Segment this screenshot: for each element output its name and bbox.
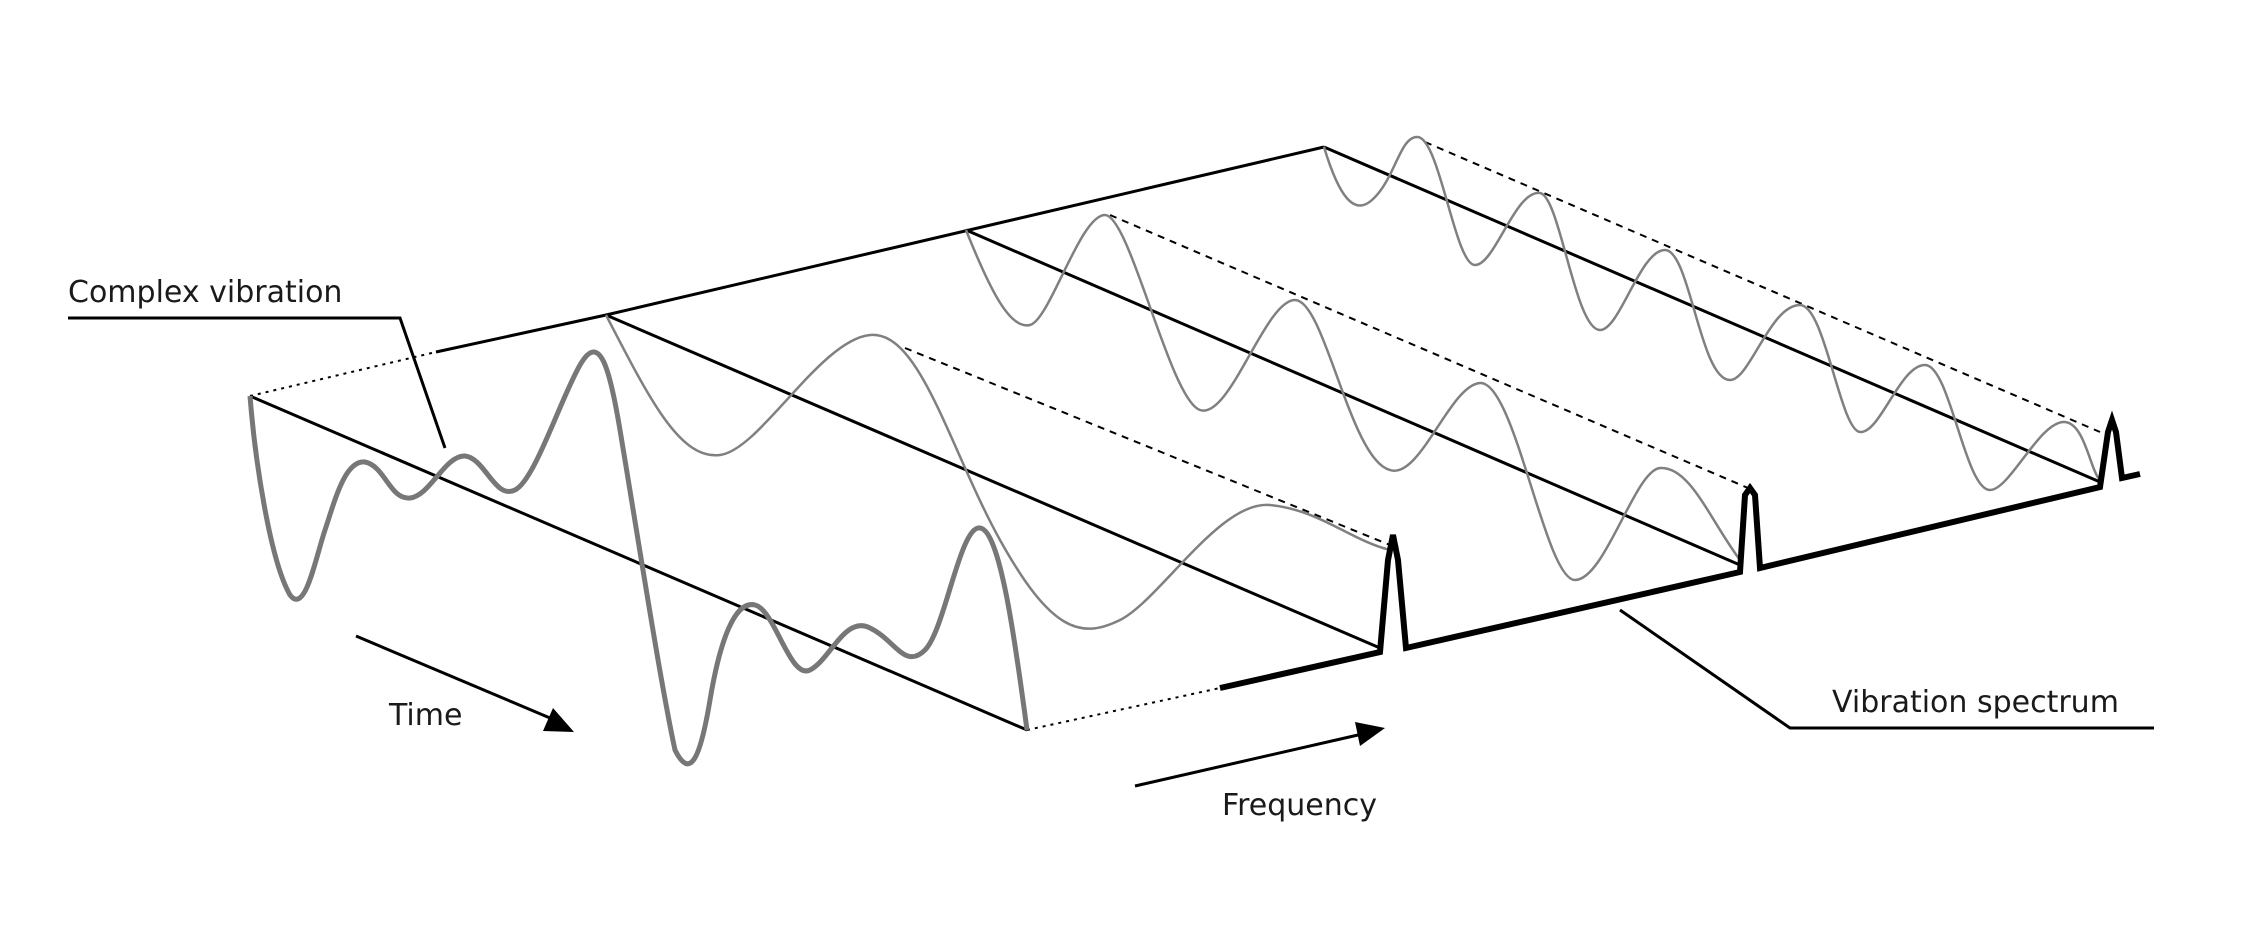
- back-edge-dotted: [249, 351, 437, 397]
- complex-vibration-leader: [68, 316, 447, 449]
- arrow-icon: [543, 708, 574, 732]
- projection-dashed-2: [1109, 214, 1749, 489]
- spectrum-baseline: [1219, 410, 2141, 691]
- projection-dashed-3: [1424, 141, 2101, 433]
- sine-wave-low-frequency: [604, 314, 1391, 630]
- time-axis-line-3: [1323, 145, 2101, 484]
- time-axis-line-complex: [249, 394, 1028, 732]
- frequency-arrow-shaft: [1134, 733, 1359, 788]
- vibration-spectrum-leader: [1619, 608, 2154, 730]
- frequency-label: Frequency: [1222, 788, 1377, 823]
- projection-dashed-1: [904, 347, 1391, 546]
- vibration-spectrum-label: Vibration spectrum: [1832, 685, 2119, 720]
- complex-vibration-label: Complex vibration: [68, 275, 342, 310]
- time-axis-line-2: [965, 228, 1741, 567]
- time-arrow-shaft: [355, 634, 551, 720]
- back-edge-line: [435, 145, 1325, 354]
- sine-wave-mid-frequency: [964, 213, 1742, 582]
- time-axis-line-1: [605, 313, 1381, 650]
- sine-wave-high-frequency: [1322, 135, 2101, 492]
- complex-vibration-waveform: [247, 349, 1030, 767]
- time-label: Time: [388, 698, 462, 733]
- arrow-icon: [1355, 722, 1385, 746]
- front-edge-dotted: [1026, 687, 1221, 731]
